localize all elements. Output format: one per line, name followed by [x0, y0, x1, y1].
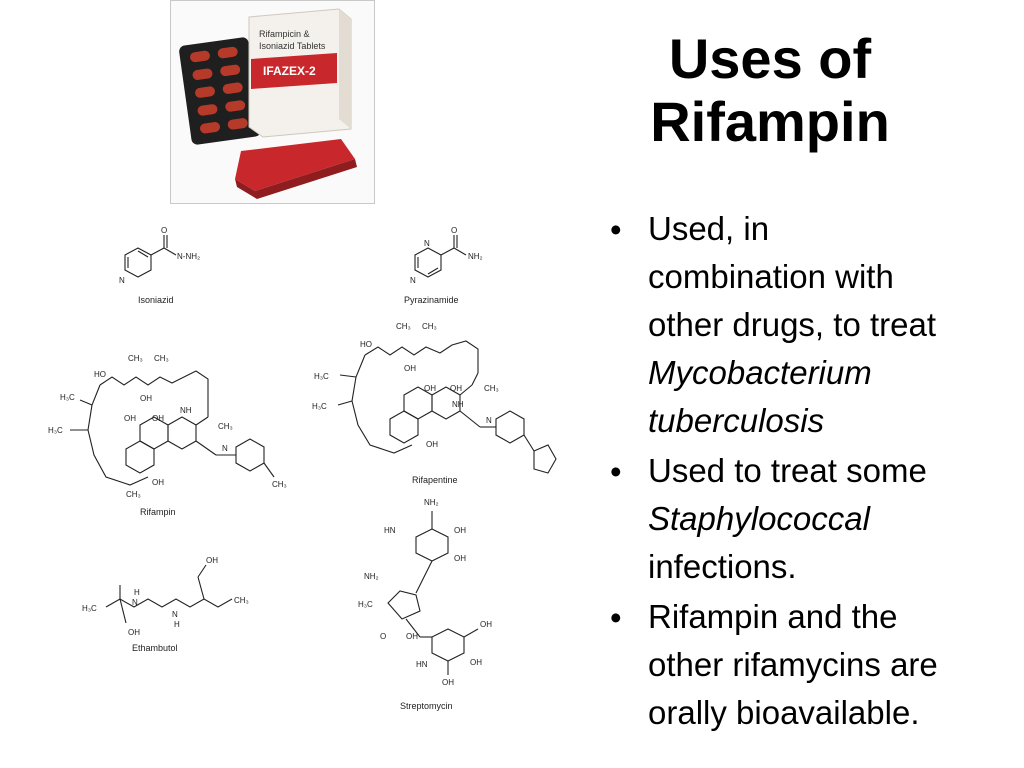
bullet-line: other drugs, to treat [648, 306, 936, 343]
atom-label: OH [128, 628, 140, 637]
atom-label: HO [360, 340, 372, 349]
atom-label: H₃C [60, 393, 75, 402]
bullet-line: Staphylococcal [648, 500, 870, 537]
atom-label: N [486, 416, 492, 425]
atom-label: OH [470, 658, 482, 667]
atom-label: H₃C [358, 600, 373, 609]
bullet-line: other rifamycins are [648, 646, 938, 683]
atom-label: O [380, 632, 386, 641]
atom-label: OH [406, 632, 418, 641]
slide-title: Uses of Rifampin [590, 27, 950, 153]
atom-label: N [119, 276, 125, 285]
atom-label: NH [452, 400, 464, 409]
atom-label: CH₃ [218, 422, 233, 431]
chemical-structures-figure: N O N-NH₂ Isoniazid N N O NH₂ Pyrazinami… [48, 226, 557, 711]
atom-label: OH [124, 414, 136, 423]
slide-title-line: Rifampin [650, 89, 890, 153]
atom-label: OH [206, 556, 218, 565]
atom-label: OH [152, 414, 164, 423]
atom-label: HN [384, 526, 396, 535]
atom-label: OH [152, 478, 164, 487]
atom-label: CH₃ [234, 596, 249, 605]
atom-label: N [424, 239, 430, 248]
atom-label: OH [442, 678, 454, 687]
atom-label: CH₃ [484, 384, 499, 393]
ethambutol-structure: H₃C H N N H OH CH₃ OH Ethambutol [82, 556, 249, 653]
atom-label: HO [94, 370, 106, 379]
atom-label: N [222, 444, 228, 453]
bullet-line: Used to treat some [648, 452, 927, 489]
bullet-item: Used, in combination with other drugs, to … [606, 205, 1016, 445]
atom-label: HN [416, 660, 428, 669]
atom-label: NH₂ [364, 572, 379, 581]
streptomycin-structure: NH₂ HN OH OH NH₂ H₃C O OH OH HN OH OH St… [358, 498, 492, 711]
atom-label: CH₃ [396, 322, 411, 331]
bullet-list: Used, in combination with other drugs, to … [606, 205, 1016, 739]
isoniazid-structure: N O N-NH₂ Isoniazid [119, 226, 200, 305]
atom-label: H₃C [82, 604, 97, 613]
atom-label: N [172, 610, 178, 619]
atom-label: H₃C [312, 402, 327, 411]
bullet-line: infections. [648, 548, 797, 585]
tablet-package-image: Rifampicin & Isoniazid Tablets IFAZEX-2 [179, 8, 357, 199]
atom-label: OH [404, 364, 416, 373]
pyrazinamide-label: Pyrazinamide [404, 295, 459, 305]
box-brand-text: IFAZEX-2 [263, 64, 316, 78]
box-text-line-2: Isoniazid Tablets [259, 41, 326, 51]
pyrazinamide-structure: N N O NH₂ Pyrazinamide [404, 226, 483, 305]
ethambutol-label: Ethambutol [132, 643, 178, 653]
atom-label: CH₃ [126, 490, 141, 499]
atom-label: CH₃ [128, 354, 143, 363]
box-text-line-1: Rifampicin & [259, 29, 310, 39]
atom-label: OH [424, 384, 436, 393]
bullet-line: Rifampin and the [648, 598, 898, 635]
atom-label: N [132, 598, 138, 607]
isoniazid-label: Isoniazid [138, 295, 174, 305]
streptomycin-label: Streptomycin [400, 701, 453, 711]
bullet-line: tuberculosis [648, 402, 825, 439]
atom-label: O [161, 226, 167, 235]
bullet-line: orally bioavailable. [648, 694, 920, 731]
bullet-line: Mycobacterium [648, 354, 872, 391]
bullet-line: Used, in [648, 210, 770, 247]
atom-label: CH₃ [272, 480, 287, 489]
atom-label: OH [454, 554, 466, 563]
atom-label: OH [480, 620, 492, 629]
atom-label: NH₂ [468, 252, 483, 261]
bullet-item: Rifampin and the other rifamycins are oral… [606, 593, 1016, 737]
atom-label: H₃C [314, 372, 329, 381]
atom-label: O [451, 226, 457, 235]
atom-label: H₃C [48, 426, 63, 435]
atom-label: CH₃ [422, 322, 437, 331]
atom-label: CH₃ [154, 354, 169, 363]
bullet-line: combination with [648, 258, 894, 295]
atom-label: H [174, 620, 180, 629]
atom-label: N-NH₂ [177, 252, 200, 261]
rifapentine-structure: H₃C H₃C HO CH₃ CH₃ OH OH OH NH CH₃ OH N … [312, 322, 557, 485]
slide-title-line: Uses of [668, 27, 872, 90]
atom-label: OH [140, 394, 152, 403]
atom-label: H [134, 588, 140, 597]
atom-label: OH [426, 440, 438, 449]
atom-label: OH [454, 526, 466, 535]
atom-label: N [410, 276, 416, 285]
rifampin-label: Rifampin [140, 507, 176, 517]
product-photo: Rifampicin & Isoniazid Tablets IFAZEX-2 [170, 0, 375, 204]
rifampin-structure: H₃C H₃C HO CH₃ CH₃ OH OH OH NH CH₃ OH CH… [48, 354, 287, 517]
rifapentine-label: Rifapentine [412, 475, 458, 485]
atom-label: NH [180, 406, 192, 415]
atom-label: OH [450, 384, 462, 393]
atom-label: NH₂ [424, 498, 439, 507]
